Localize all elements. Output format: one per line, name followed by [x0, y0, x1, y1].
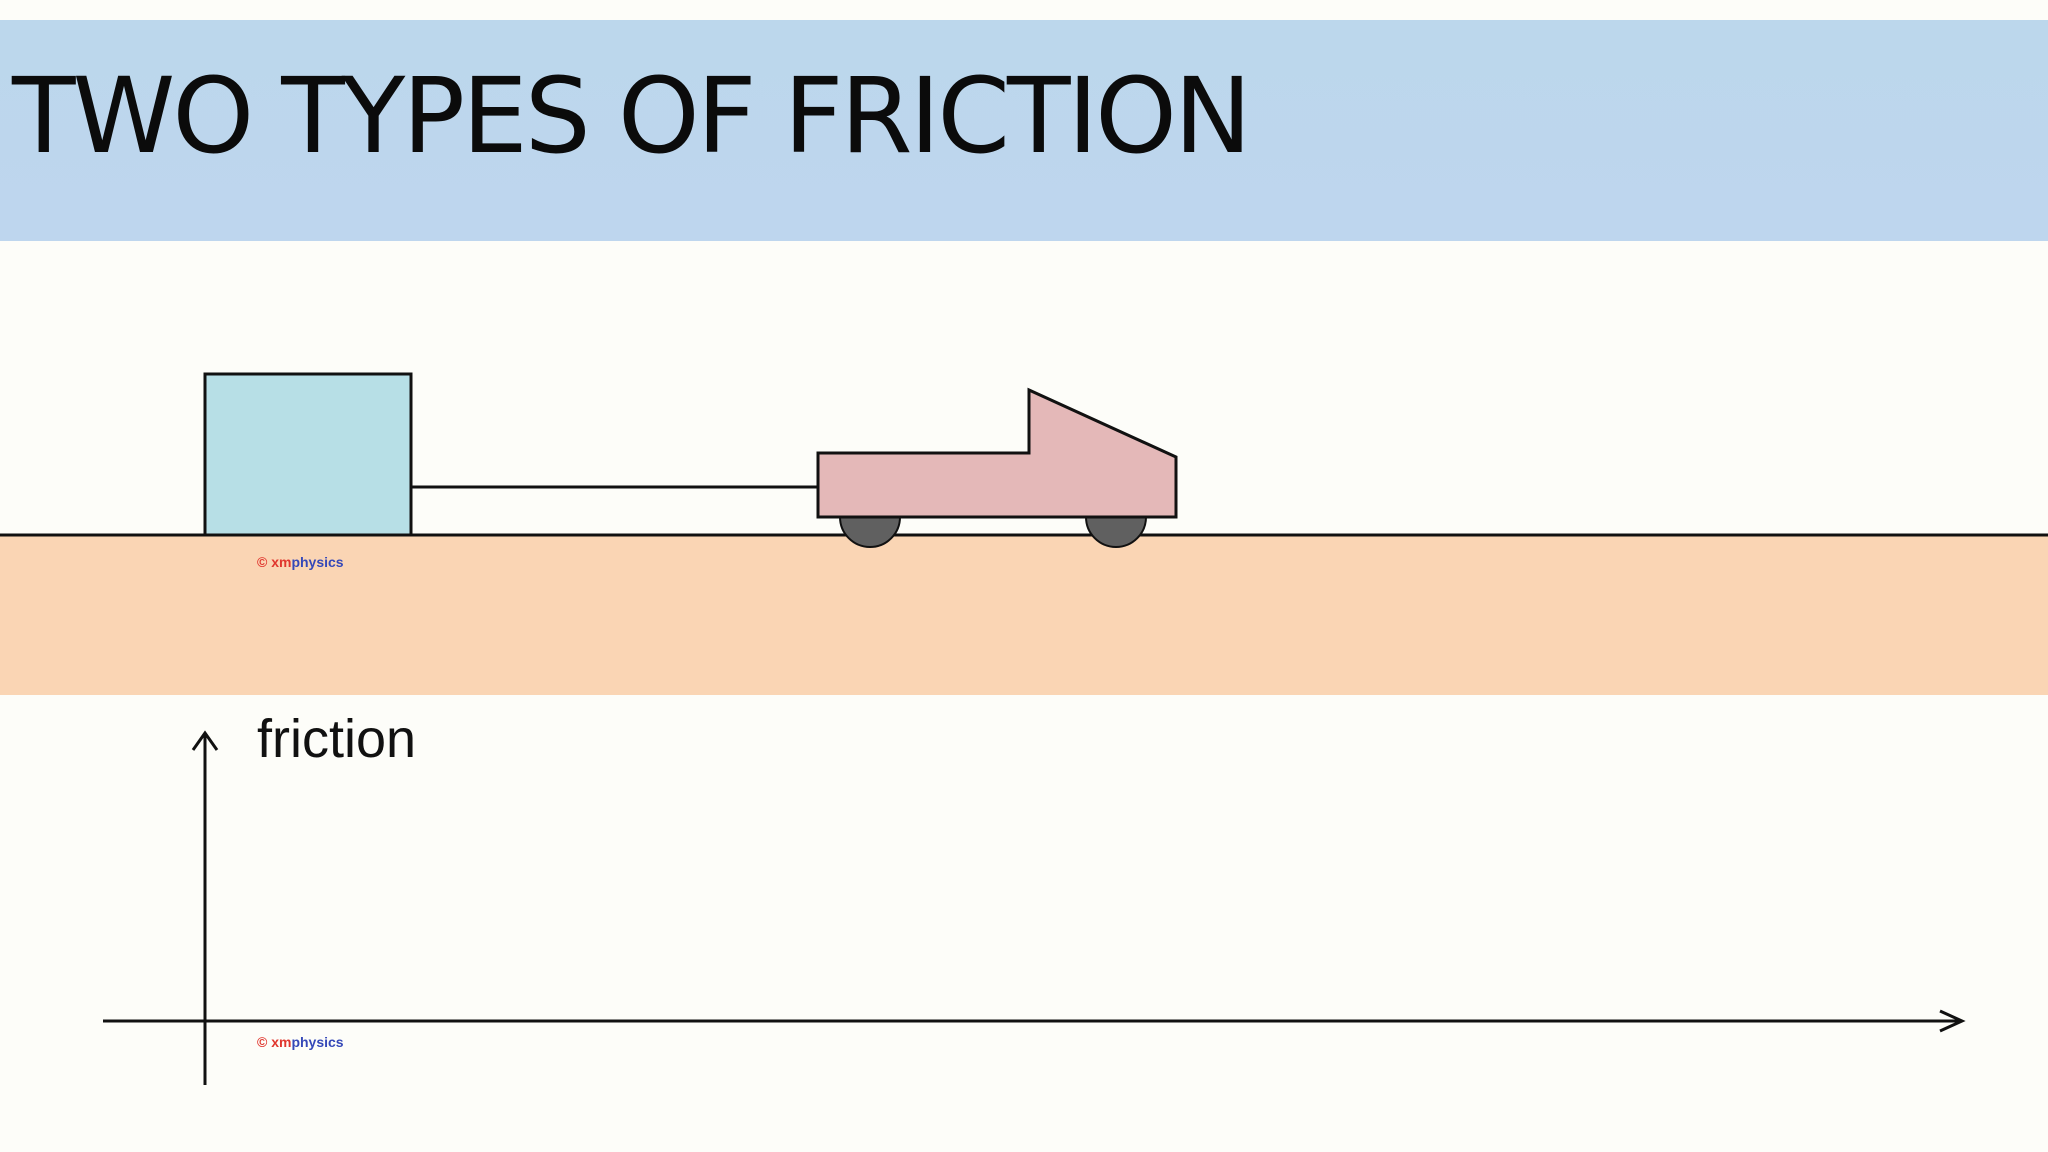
- truck-front-wheel: [1084, 516, 1148, 548]
- slide-title: TWO TYPES OF FRICTION: [12, 55, 1252, 177]
- truck-rear-wheel: [838, 516, 902, 548]
- truck-body: [816, 387, 1178, 519]
- scene-watermark: © xmphysics: [257, 554, 344, 570]
- graph-y-axis-label: friction: [257, 709, 417, 769]
- ground-surface: [0, 535, 2048, 695]
- title-band: [0, 20, 2048, 241]
- graph-watermark: © xmphysics: [257, 1034, 344, 1050]
- graph-x-arrowhead: [1939, 1009, 1966, 1033]
- block: [203, 372, 413, 537]
- graph-y-arrowhead: [191, 730, 219, 751]
